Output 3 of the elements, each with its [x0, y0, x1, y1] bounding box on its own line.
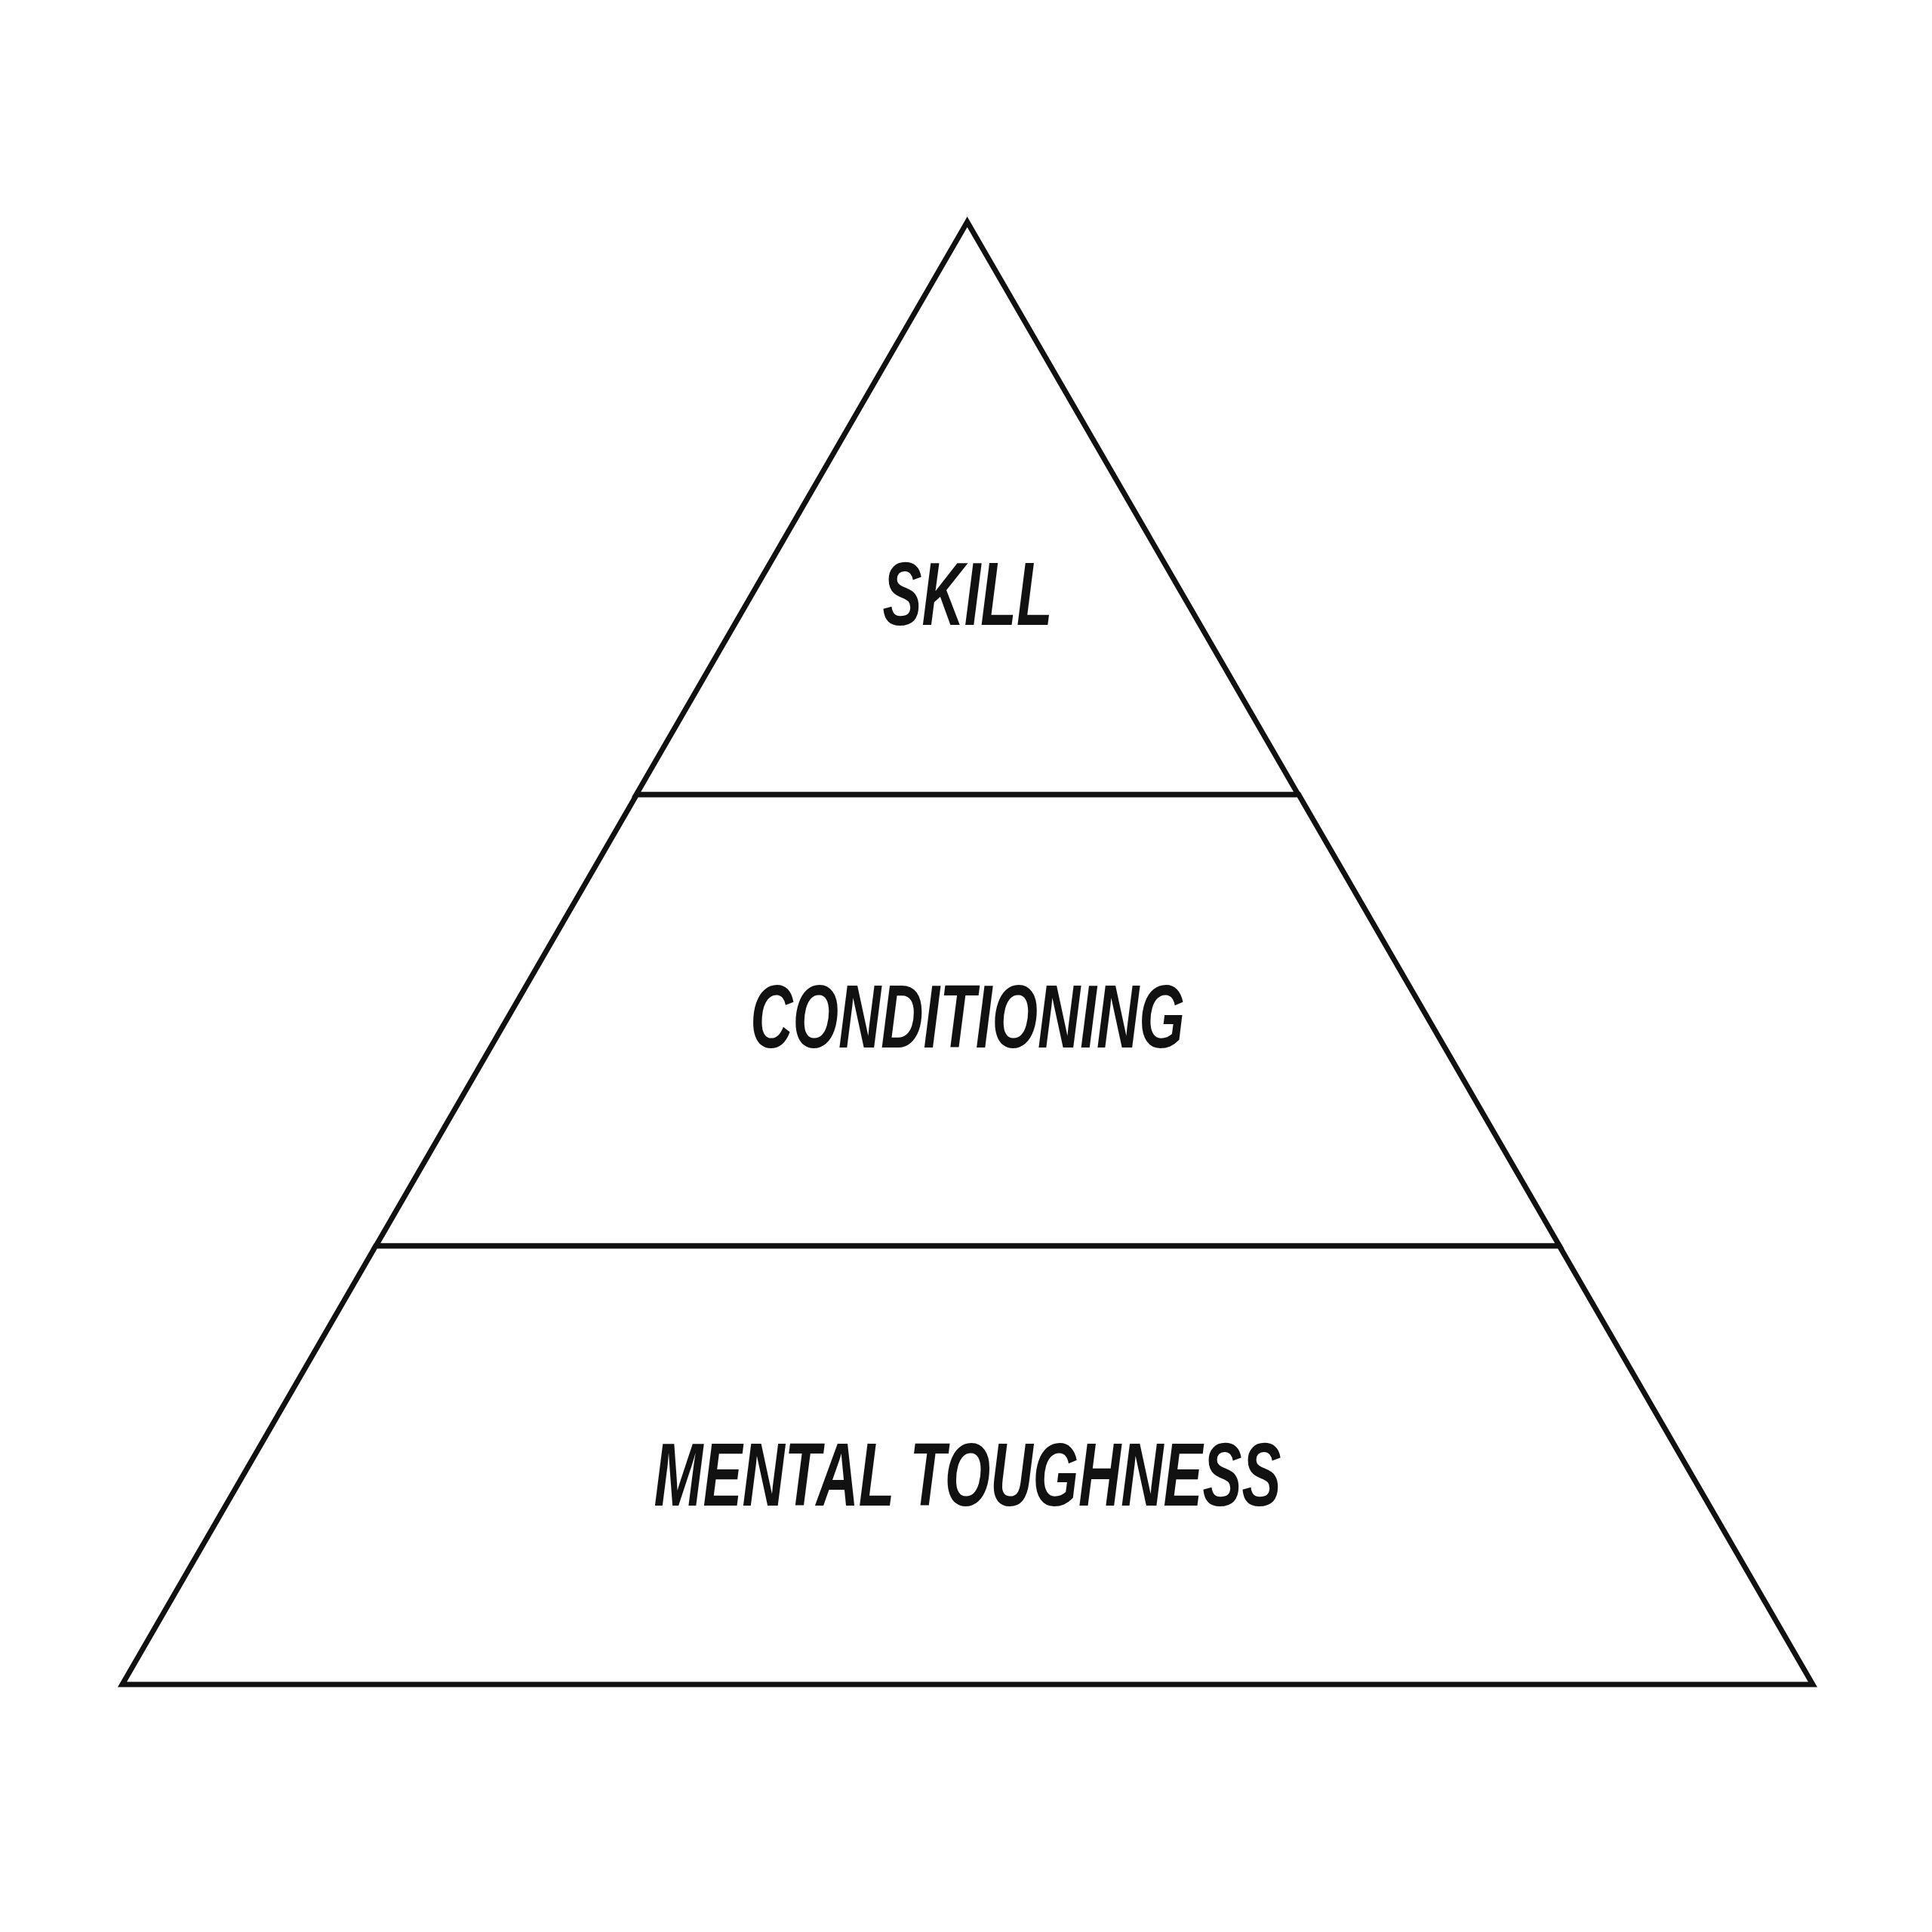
tier-label: SKILL — [882, 549, 1053, 638]
tier-label: MENTAL TOUGHNESS — [654, 1430, 1281, 1519]
tier-label: CONDITIONING — [750, 972, 1185, 1061]
